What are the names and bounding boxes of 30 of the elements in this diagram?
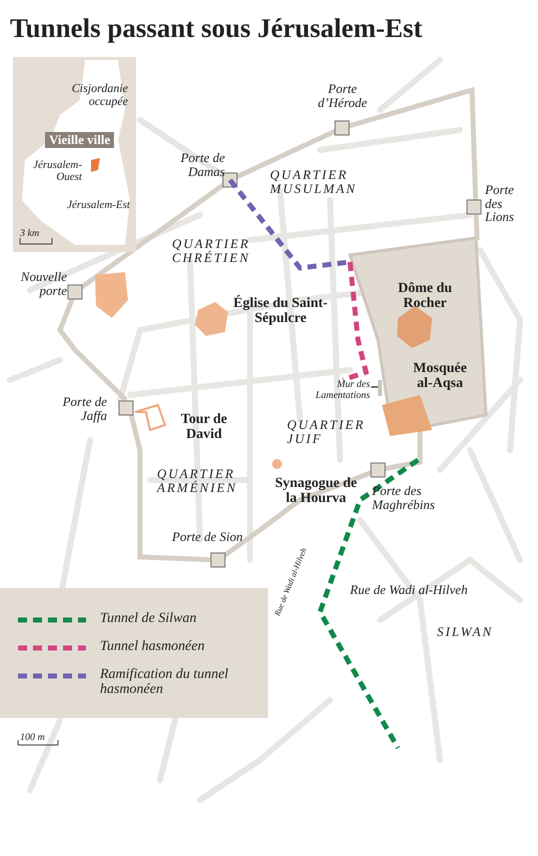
scale-label: 3 km [20, 229, 40, 240]
legend-text: Ramification du tunnel hasmonéen [100, 668, 230, 698]
district-label: SILWAN [437, 625, 494, 639]
legend-text: Tunnel de Silwan [100, 612, 198, 627]
gate-label: Porte des Maghrébins [372, 484, 436, 512]
gate-label: Nouvelle porte [20, 270, 67, 298]
quarter-label: QUARTIER CHRÉTIEN [172, 237, 252, 264]
gate-label: Porte d’Hérode [316, 82, 368, 110]
western-wall-segment [378, 380, 382, 396]
gate-label: Porte de Jaffa [62, 395, 107, 422]
gate-label: Porte de Sion [172, 530, 243, 544]
gate-label: Porte des Lions [485, 183, 515, 224]
callout-label: Mur des Lamentations [285, 380, 370, 401]
quarter-label: QUARTIER ARMÉNIEN [157, 467, 238, 494]
landmark-label: Mosquée al-Aqsa [412, 362, 468, 392]
landmark-label: Synagogue de la Hourva [274, 477, 358, 506]
landmark-label: Dôme du Rocher [396, 282, 454, 312]
street-label: Rue de Wadi al-Hilveh [350, 583, 468, 597]
legend-text: Tunnel hasmonéen [100, 640, 206, 655]
region-label: Cisjordanie occupée [70, 82, 128, 108]
gate-label: Porte de Damas [180, 151, 225, 178]
quarter-label: QUARTIER MUSULMAN [270, 168, 358, 196]
place-label: Jérusalem-Ouest [32, 160, 82, 184]
callout-badge: Vieille ville [45, 132, 114, 148]
scale-label: 100 m [20, 733, 45, 744]
map-title: Tunnels passant sous Jérusalem-Est [10, 14, 422, 42]
landmark-label: Tour de David [180, 413, 228, 442]
quarter-label: QUARTIER JUIF [287, 418, 366, 446]
place-label: Jérusalem-Est [66, 200, 130, 212]
landmark-label: Église du Saint-Sépulcre [232, 297, 329, 326]
